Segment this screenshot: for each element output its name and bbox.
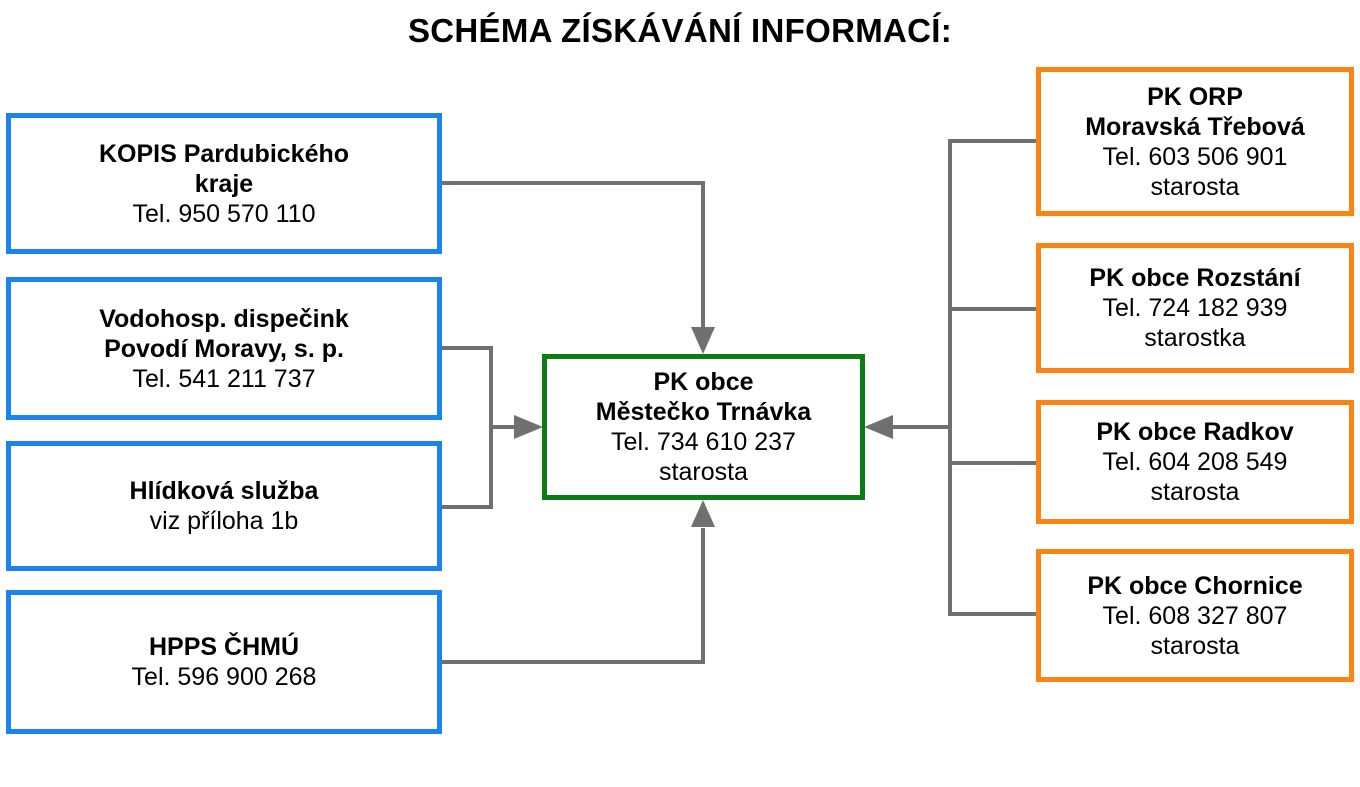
municipality-name: PK obce Radkov [1096,418,1294,446]
source-name: KOPIS Pardubického [98,139,350,168]
municipality-name: PK obce Rozstání [1089,264,1301,292]
connector-vodohosp [441,346,493,509]
connector-kopis [441,181,705,328]
municipality-role: starosta [1150,631,1240,660]
municipality-role: starosta [1150,172,1240,201]
arrow-up-icon [691,500,715,527]
center-name-cont: Městečko Trnávka [595,398,812,426]
municipality-name: PK ORP [1147,82,1243,111]
municipality-role: starosta [1150,478,1240,506]
arrow-down-icon [691,327,715,354]
municipality-phone: Tel. 604 208 549 [1102,448,1288,476]
source-box-vodohosp: Vodohosp. dispečink Povodí Moravy, s. p.… [6,277,442,420]
arrow-right-icon [514,415,543,439]
arrow-left-icon [864,415,893,439]
center-phone: Tel. 734 610 237 [611,428,796,456]
municipality-phone: Tel. 608 327 807 [1102,601,1288,630]
source-name-cont: kraje [194,169,254,198]
source-name: HPPS ČHMÚ [148,633,299,661]
municipality-box-radkov: PK obce Radkov Tel. 604 208 549 starosta [1036,400,1354,524]
source-phone: Tel. 541 211 737 [132,364,316,393]
source-name: Hlídková služba [129,477,319,505]
source-box-hpps: HPPS ČHMÚ Tel. 596 900 268 [6,590,442,734]
municipality-box-rozstani: PK obce Rozstání Tel. 724 182 939 staros… [1036,243,1354,373]
center-role: starosta [659,458,748,486]
municipality-box-orp: PK ORP Moravská Třebová Tel. 603 506 901… [1036,67,1354,216]
municipality-box-chornice: PK obce Chornice Tel. 608 327 807 staros… [1036,549,1354,682]
connector-hpps [441,528,705,664]
municipality-name-cont: Moravská Třebová [1085,112,1305,141]
source-name: Vodohosp. dispečink [99,304,349,333]
source-detail: viz příloha 1b [149,507,299,535]
municipality-phone: Tel. 724 182 939 [1102,294,1288,322]
source-phone: Tel. 950 570 110 [132,199,316,228]
municipality-role: starostka [1144,324,1246,352]
source-box-kopis: KOPIS Pardubického kraje Tel. 950 570 11… [6,113,442,254]
source-box-hlidkova: Hlídková služba viz příloha 1b [6,441,442,571]
source-phone: Tel. 596 900 268 [131,663,317,691]
connector-municipalities [948,139,1037,616]
center-box: PK obce Městečko Trnávka Tel. 734 610 23… [542,354,865,500]
municipality-phone: Tel. 603 506 901 [1102,142,1288,171]
source-name-cont: Povodí Moravy, s. p. [104,334,344,363]
diagram-title: SCHÉMA ZÍSKÁVÁNÍ INFORMACÍ: [407,12,953,49]
municipality-name: PK obce Chornice [1087,571,1303,600]
center-name: PK obce [653,368,754,396]
